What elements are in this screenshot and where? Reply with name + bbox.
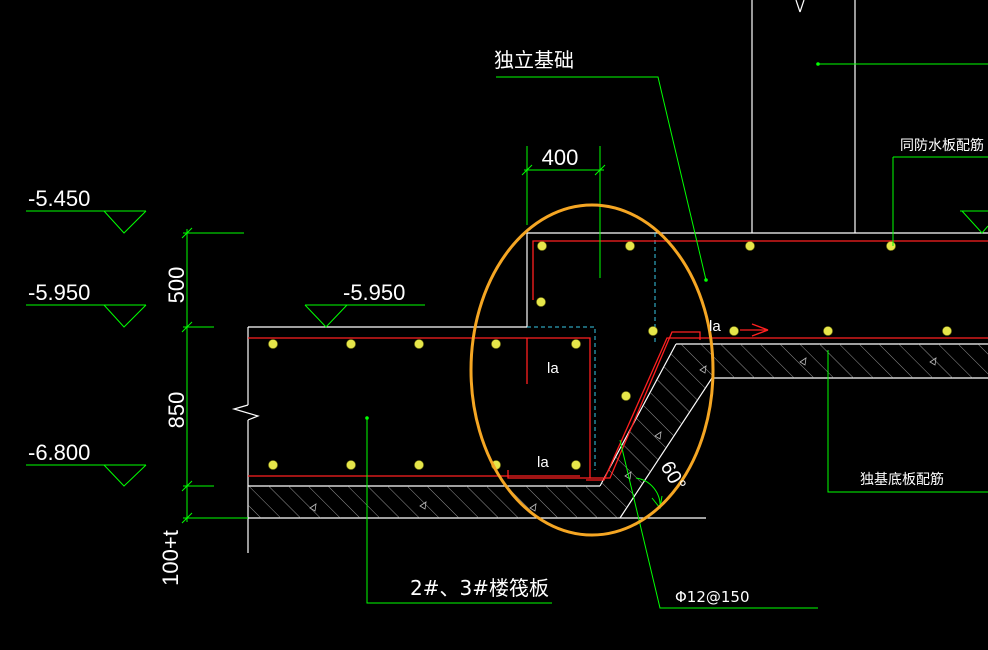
dimension-lines <box>26 63 988 609</box>
dimension-500: 500 <box>164 267 189 304</box>
rebar-lines <box>248 240 988 481</box>
waterproof-note: 同防水板配筋 <box>900 137 984 154</box>
dimension-850: 850 <box>164 392 189 429</box>
elevation-label-2: -5.950 <box>28 280 90 305</box>
hidden-lines <box>527 233 656 470</box>
elevation-label-1: -5.450 <box>28 186 90 211</box>
elevation-label-3: -6.800 <box>28 440 90 465</box>
highlight-ellipse <box>469 203 715 537</box>
dimension-100t: 100+t <box>158 530 183 586</box>
dimension-400: 400 <box>542 145 579 170</box>
isolated-bottom-note: 独基底板配筋 <box>860 471 944 488</box>
anchor-label-1: la <box>709 318 721 335</box>
rebar-spec: Φ12@150 <box>675 588 750 606</box>
anchor-label-2: la <box>547 360 559 377</box>
angle-label: 60° <box>656 458 690 495</box>
leader-dots <box>365 62 820 420</box>
anchor-label-3: la <box>537 454 549 471</box>
raft-label: 2#、3#楼筏板 <box>410 576 549 600</box>
foundation-title: 独立基础 <box>494 48 574 72</box>
elevation-label-mid: -5.950 <box>343 280 405 305</box>
